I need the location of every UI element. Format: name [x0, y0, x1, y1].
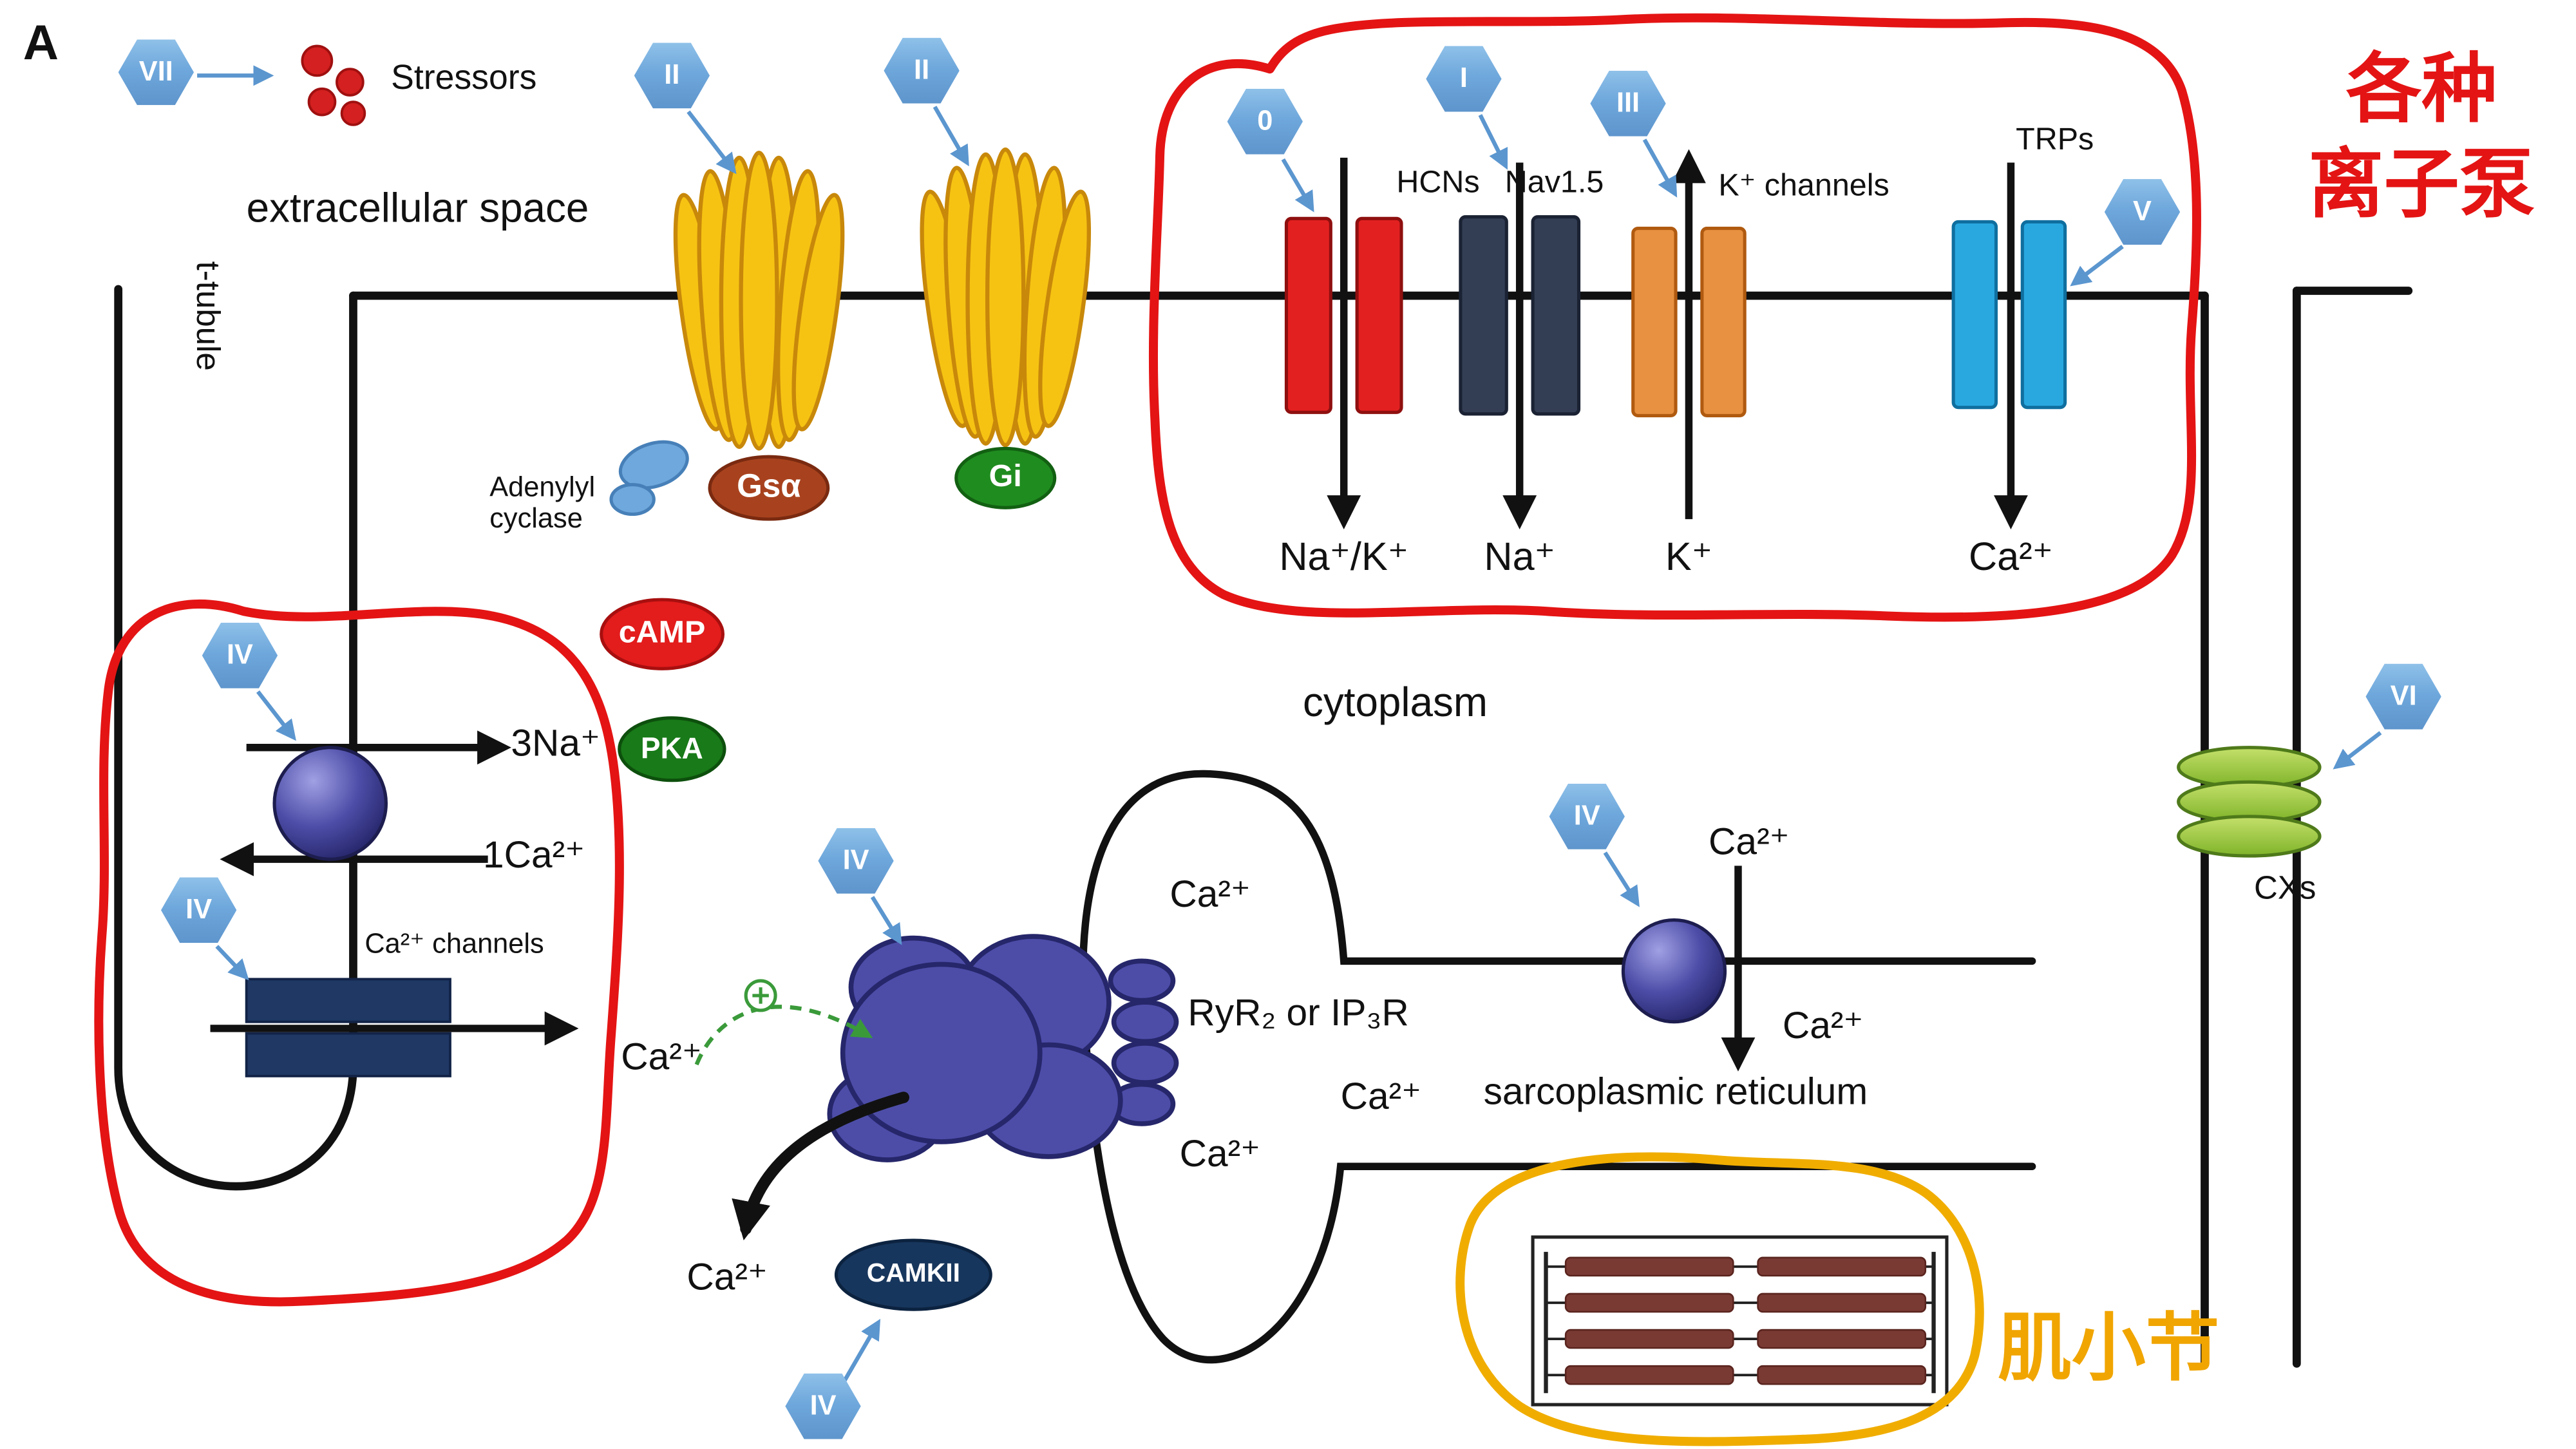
ca1-label: 1Ca²⁺ [482, 833, 585, 876]
ca-channels-label: Ca²⁺ channels [365, 928, 544, 960]
stressor-dots [301, 44, 366, 126]
ncx-exchanger [220, 730, 511, 876]
adenylyl-cyclase-shape [609, 440, 689, 516]
cxs-label: CXs [2253, 871, 2316, 907]
gsa-label: Gsα [737, 469, 801, 506]
camkii-label: CAMKII [866, 1260, 960, 1288]
hexagon-0: 0 [1227, 88, 1303, 155]
hexagon-v-label: V [2133, 195, 2152, 227]
extracellular-space-label: extracellular space [246, 185, 589, 232]
hexagon-ii-1-label: II [664, 59, 680, 91]
camp-label: cAMP [618, 616, 706, 651]
hcns-label: HCNs [1396, 166, 1480, 201]
trp-channel [1951, 162, 2067, 529]
hexagon-vii-label: VII [138, 55, 173, 88]
k-channel [1631, 149, 1747, 520]
t-tubule-membrane [114, 285, 357, 1191]
ca-release-arrow [732, 1092, 909, 1241]
gi-protein [954, 446, 1057, 509]
na-k-ion-label: Na⁺/K⁺ [1279, 535, 1409, 580]
hexagon-iii-label: III [1616, 87, 1640, 118]
hexagon-iv-ncx-label: IV [226, 639, 253, 670]
t-tubule-label: t-tubule [189, 261, 225, 371]
camkii-molecule [834, 1238, 992, 1311]
cell-membrane [114, 285, 2413, 1368]
na-ion-label: Na⁺ [1484, 535, 1555, 580]
red-annotation-loop-ncx [94, 600, 624, 1307]
hexagon-iv-camkii-label: IV [810, 1390, 837, 1421]
hexagon-iv-ltcc: IV [160, 877, 237, 943]
sarcoplasmic-reticulum-label: sarcoplasmic reticulum [1483, 1069, 1868, 1113]
positive-feedback-icon [694, 979, 873, 1066]
ryr2-complex [827, 934, 1179, 1162]
cytoplasm-label: cytoplasm [1302, 680, 1488, 726]
nav15-label: Nav1.5 [1504, 166, 1604, 201]
ca-ion-label-sr-neck: Ca²⁺ [1340, 1074, 1422, 1117]
ca-ion-label-trp: Ca²⁺ [1968, 535, 2053, 580]
hexagon-iv-serca: IV [1549, 783, 1625, 849]
yellow-annotation-loop-sarcomere [1455, 1152, 1984, 1446]
camp-molecule [600, 598, 724, 670]
hexagon-iv-camkii: IV [785, 1373, 861, 1439]
ca-ion-label-serca-top: Ca²⁺ [1709, 819, 1790, 863]
serca-pump [1621, 866, 1756, 1072]
hexagon-i: I [1426, 46, 1502, 112]
k-channels-label: K⁺ channels [1718, 169, 1889, 204]
ion-pumps-annotation-zh: 各种 离子泵 [2308, 46, 2535, 226]
beta-adrenergic-receptor [673, 151, 845, 451]
hexagon-vi-label: VI [2390, 680, 2417, 712]
ca-ion-label-serca-bottom: Ca²⁺ [1782, 1003, 1864, 1046]
stressors-label: Stressors [391, 59, 537, 97]
hcn-channel [1284, 157, 1403, 529]
hexagon-0-label: 0 [1257, 105, 1273, 137]
na3-label: 3Na⁺ [511, 721, 600, 764]
l-type-ca-channel [210, 978, 579, 1077]
pka-label: PKA [640, 732, 703, 765]
sarcomere-annotation-zh: 肌小节 [1998, 1306, 2220, 1390]
hexagon-iv-ltcc-label: IV [185, 893, 213, 925]
gsa-protein [708, 455, 830, 521]
red-annotation-loop-channels [1148, 13, 2201, 622]
hexagon-ii-2: II [884, 37, 960, 104]
trps-label: TRPs [2016, 123, 2094, 158]
nav15-channel [1459, 162, 1581, 529]
connexins [2177, 746, 2322, 858]
panel-label: A [23, 16, 59, 71]
hexagon-arrows [197, 65, 2382, 1388]
ca-ion-label-release: Ca²⁺ [687, 1255, 768, 1298]
ca-ion-label-sr-bottom: Ca²⁺ [1179, 1132, 1261, 1175]
hexagon-iv-serca-label: IV [1573, 800, 1600, 831]
adenylyl-cyclase-label: Adenylyl cyclase [489, 471, 596, 534]
hexagon-i-label: I [1459, 62, 1468, 94]
gi-label: Gi [989, 460, 1022, 495]
hexagon-iv-ryr: IV [818, 828, 894, 894]
hexagon-ii-2-label: II [914, 54, 930, 86]
sarcomere [1531, 1235, 1949, 1406]
ca-ion-label-ltcc: Ca²⁺ [621, 1035, 702, 1078]
ryr-label: RyR₂ or IP₃R [1188, 990, 1409, 1034]
gi-coupled-receptor [920, 147, 1092, 448]
ca-ion-label-sr-top: Ca²⁺ [1170, 872, 1251, 915]
k-ion-label: K⁺ [1665, 535, 1713, 580]
pka-molecule [618, 716, 726, 782]
hexagon-iii: III [1590, 70, 1666, 137]
hexagon-iv-ryr-label: IV [842, 844, 869, 876]
